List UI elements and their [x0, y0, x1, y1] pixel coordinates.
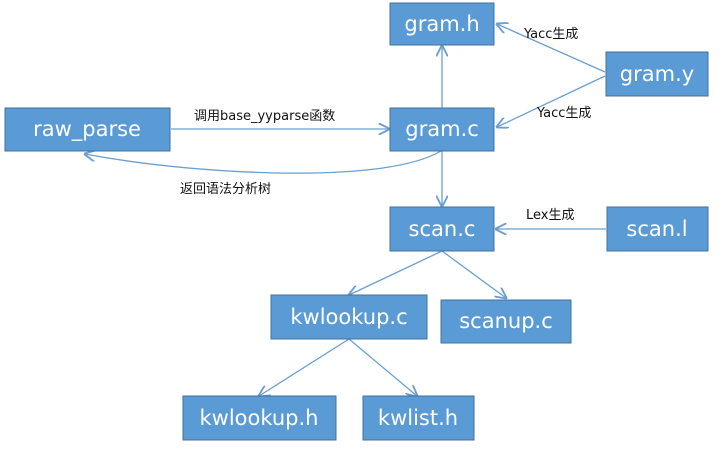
- node-scan-l[interactable]: scan.l: [606, 206, 709, 252]
- edge-kwlookup-c-to-kwlist-h: [348, 338, 417, 396]
- node-raw-parse[interactable]: raw_parse: [4, 107, 171, 152]
- node-scan-c-label: scan.c: [409, 217, 476, 241]
- edge-scan-c-to-kwlookup-c: [349, 250, 443, 295]
- label-yacc-gen-top: Yacc生成: [523, 27, 578, 42]
- node-scanup-c[interactable]: scanup.c: [440, 299, 572, 344]
- node-kwlookup-c-label: kwlookup.c: [290, 305, 407, 329]
- node-gram-y-label: gram.y: [620, 62, 694, 86]
- label-return-parse-tree: 返回语法分析树: [180, 182, 271, 197]
- node-gram-h-label: gram.h: [404, 12, 479, 36]
- label-yacc-gen-bottom: Yacc生成: [536, 106, 591, 121]
- node-gram-h[interactable]: gram.h: [389, 2, 495, 46]
- node-kwlookup-h-label: kwlookup.h: [199, 406, 318, 430]
- node-kwlist-h-label: kwlist.h: [378, 406, 458, 430]
- node-scan-c[interactable]: scan.c: [389, 206, 495, 252]
- node-raw-parse-label: raw_parse: [33, 117, 141, 142]
- node-kwlist-h[interactable]: kwlist.h: [362, 395, 475, 441]
- label-lex-gen: Lex生成: [526, 208, 574, 223]
- node-scanup-c-label: scanup.c: [459, 309, 553, 333]
- label-call-base-yyparse: 调用base_yyparse函数: [194, 109, 335, 124]
- edge-gram-y-to-gram-c: [497, 75, 606, 127]
- edge-scan-c-to-scanup-c: [441, 250, 506, 298]
- node-kwlookup-h[interactable]: kwlookup.h: [182, 395, 337, 441]
- node-kwlookup-c[interactable]: kwlookup.c: [270, 294, 428, 340]
- node-gram-c[interactable]: gram.c: [389, 107, 495, 152]
- edge-kwlookup-c-to-kwlookup-h: [259, 338, 350, 396]
- node-scan-l-label: scan.l: [626, 217, 687, 241]
- node-gram-c-label: gram.c: [405, 117, 479, 141]
- node-gram-y[interactable]: gram.y: [605, 51, 709, 97]
- edge-gram-c-to-raw-parse: [85, 151, 442, 174]
- edge-gram-y-to-gram-h: [497, 24, 606, 73]
